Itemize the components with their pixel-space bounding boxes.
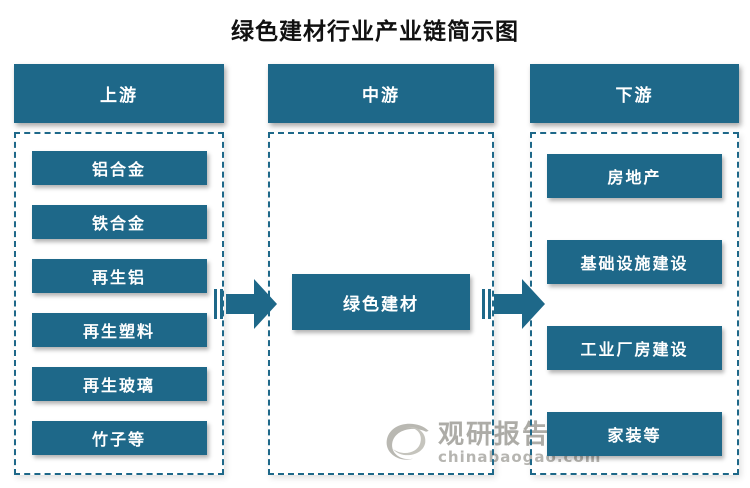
chain-item-bamboo: 竹子等 xyxy=(31,421,207,455)
watermark-logo-icon xyxy=(386,423,429,460)
chain-item-green-building-materials: 绿色建材 xyxy=(292,274,470,330)
chain-item-ferroalloy: 铁合金 xyxy=(31,205,207,239)
chain-item-recycled-aluminum: 再生铝 xyxy=(31,259,207,293)
column-header-upstream: 上游 xyxy=(14,64,224,123)
chain-item-home-decoration: 家装等 xyxy=(547,412,722,456)
downstream-group: 房地产 基础设施建设 工业厂房建设 家装等 xyxy=(530,132,739,475)
chain-item-aluminum-alloy: 铝合金 xyxy=(31,151,207,185)
chain-item-infrastructure-construction: 基础设施建设 xyxy=(547,240,722,284)
midstream-group: 绿色建材 xyxy=(268,132,494,475)
column-header-midstream: 中游 xyxy=(268,64,494,123)
arrow-right-icon xyxy=(482,279,545,329)
chain-item-real-estate: 房地产 xyxy=(547,154,722,198)
chain-item-recycled-plastic: 再生塑料 xyxy=(31,313,207,347)
column-header-downstream: 下游 xyxy=(530,64,739,123)
upstream-group: 铝合金 铁合金 再生铝 再生塑料 再生玻璃 竹子等 xyxy=(14,132,224,475)
arrow-right-icon xyxy=(214,279,277,329)
chain-item-industrial-plant-construction: 工业厂房建设 xyxy=(547,326,722,370)
chain-item-recycled-glass: 再生玻璃 xyxy=(31,367,207,401)
diagram-title: 绿色建材行业产业链简示图 xyxy=(231,19,519,45)
